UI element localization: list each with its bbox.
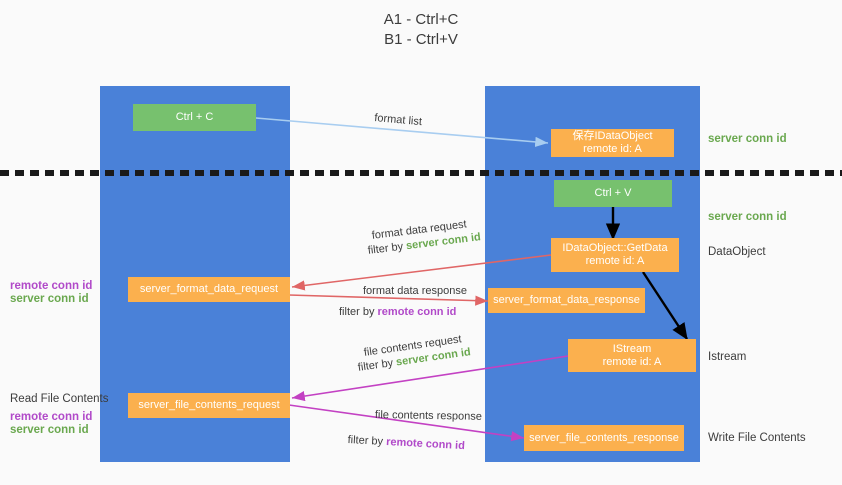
node-save-dataobject-line1: 保存IDataObject (572, 130, 653, 142)
edge-label-file-contents-response-filter: filter by remote conn id (347, 433, 465, 453)
remote-conn-id-text-2: remote conn id (385, 436, 466, 453)
node-server-file-contents-request-label: server_file_contents_request (138, 399, 280, 411)
node-idataobject-getdata-line1: IDataObject::GetData (562, 242, 668, 254)
filter-by-text-1: filter by (367, 240, 407, 257)
node-server-file-contents-response[interactable]: server_file_contents_response (524, 425, 684, 451)
label-read-file-contents: Read File Contents (10, 393, 109, 405)
node-save-dataobject[interactable]: 保存IDataObject remote id: A (551, 129, 674, 157)
label-server-conn-id-2: server conn id (10, 424, 89, 436)
node-istream[interactable]: IStream remote id: A (568, 339, 696, 372)
node-istream-line1: IStream (612, 342, 652, 355)
page-title: A1 - Ctrl+C B1 - Ctrl+V (0, 10, 842, 50)
node-server-format-data-response-label: server_format_data_response (493, 294, 640, 306)
label-dataobject: DataObject (708, 246, 766, 258)
edge-label-format-data-response: format data response (363, 285, 467, 297)
title-line-2: B1 - Ctrl+V (384, 31, 458, 48)
phase-divider (0, 170, 842, 176)
node-save-dataobject-line2: remote id: A (583, 143, 642, 155)
node-ctrl-v[interactable]: Ctrl + V (554, 180, 672, 207)
label-server-conn-id-1: server conn id (10, 293, 89, 305)
node-server-format-data-request[interactable]: server_format_data_request (128, 277, 290, 302)
node-server-format-data-request-label: server_format_data_request (139, 283, 279, 295)
filter-by-text-3: filter by (357, 356, 397, 374)
node-server-file-contents-request[interactable]: server_file_contents_request (128, 393, 290, 418)
node-server-file-contents-response-label: server_file_contents_response (529, 431, 679, 444)
edge-label-format-list: format list (373, 111, 423, 129)
node-idataobject-getdata[interactable]: IDataObject::GetData remote id: A (551, 238, 679, 272)
label-server-conn-id-top: server conn id (708, 133, 787, 145)
title-line-1: A1 - Ctrl+C (383, 11, 459, 28)
label-remote-conn-id-1: remote conn id (10, 280, 93, 292)
edge-label-format-data-response-filter: filter by remote conn id (339, 305, 456, 319)
remote-conn-id-text-1: remote conn id (377, 306, 457, 318)
node-ctrl-c-label: Ctrl + C (175, 111, 214, 123)
label-istream: Istream (708, 351, 747, 363)
filter-by-text-2: filter by (339, 306, 378, 318)
label-remote-conn-id-2: remote conn id (10, 411, 93, 423)
node-ctrl-v-label: Ctrl + V (594, 187, 632, 199)
node-ctrl-c[interactable]: Ctrl + C (133, 104, 256, 131)
node-server-format-data-response[interactable]: server_format_data_response (488, 288, 645, 313)
edge-label-file-contents-response: file contents response (374, 408, 482, 423)
node-istream-line2: remote id: A (602, 355, 662, 368)
label-server-conn-id-mid: server conn id (708, 211, 787, 223)
filter-by-text-4: filter by (347, 433, 387, 448)
label-write-file-contents: Write File Contents (708, 432, 806, 444)
node-idataobject-getdata-line2: remote id: A (585, 255, 645, 267)
